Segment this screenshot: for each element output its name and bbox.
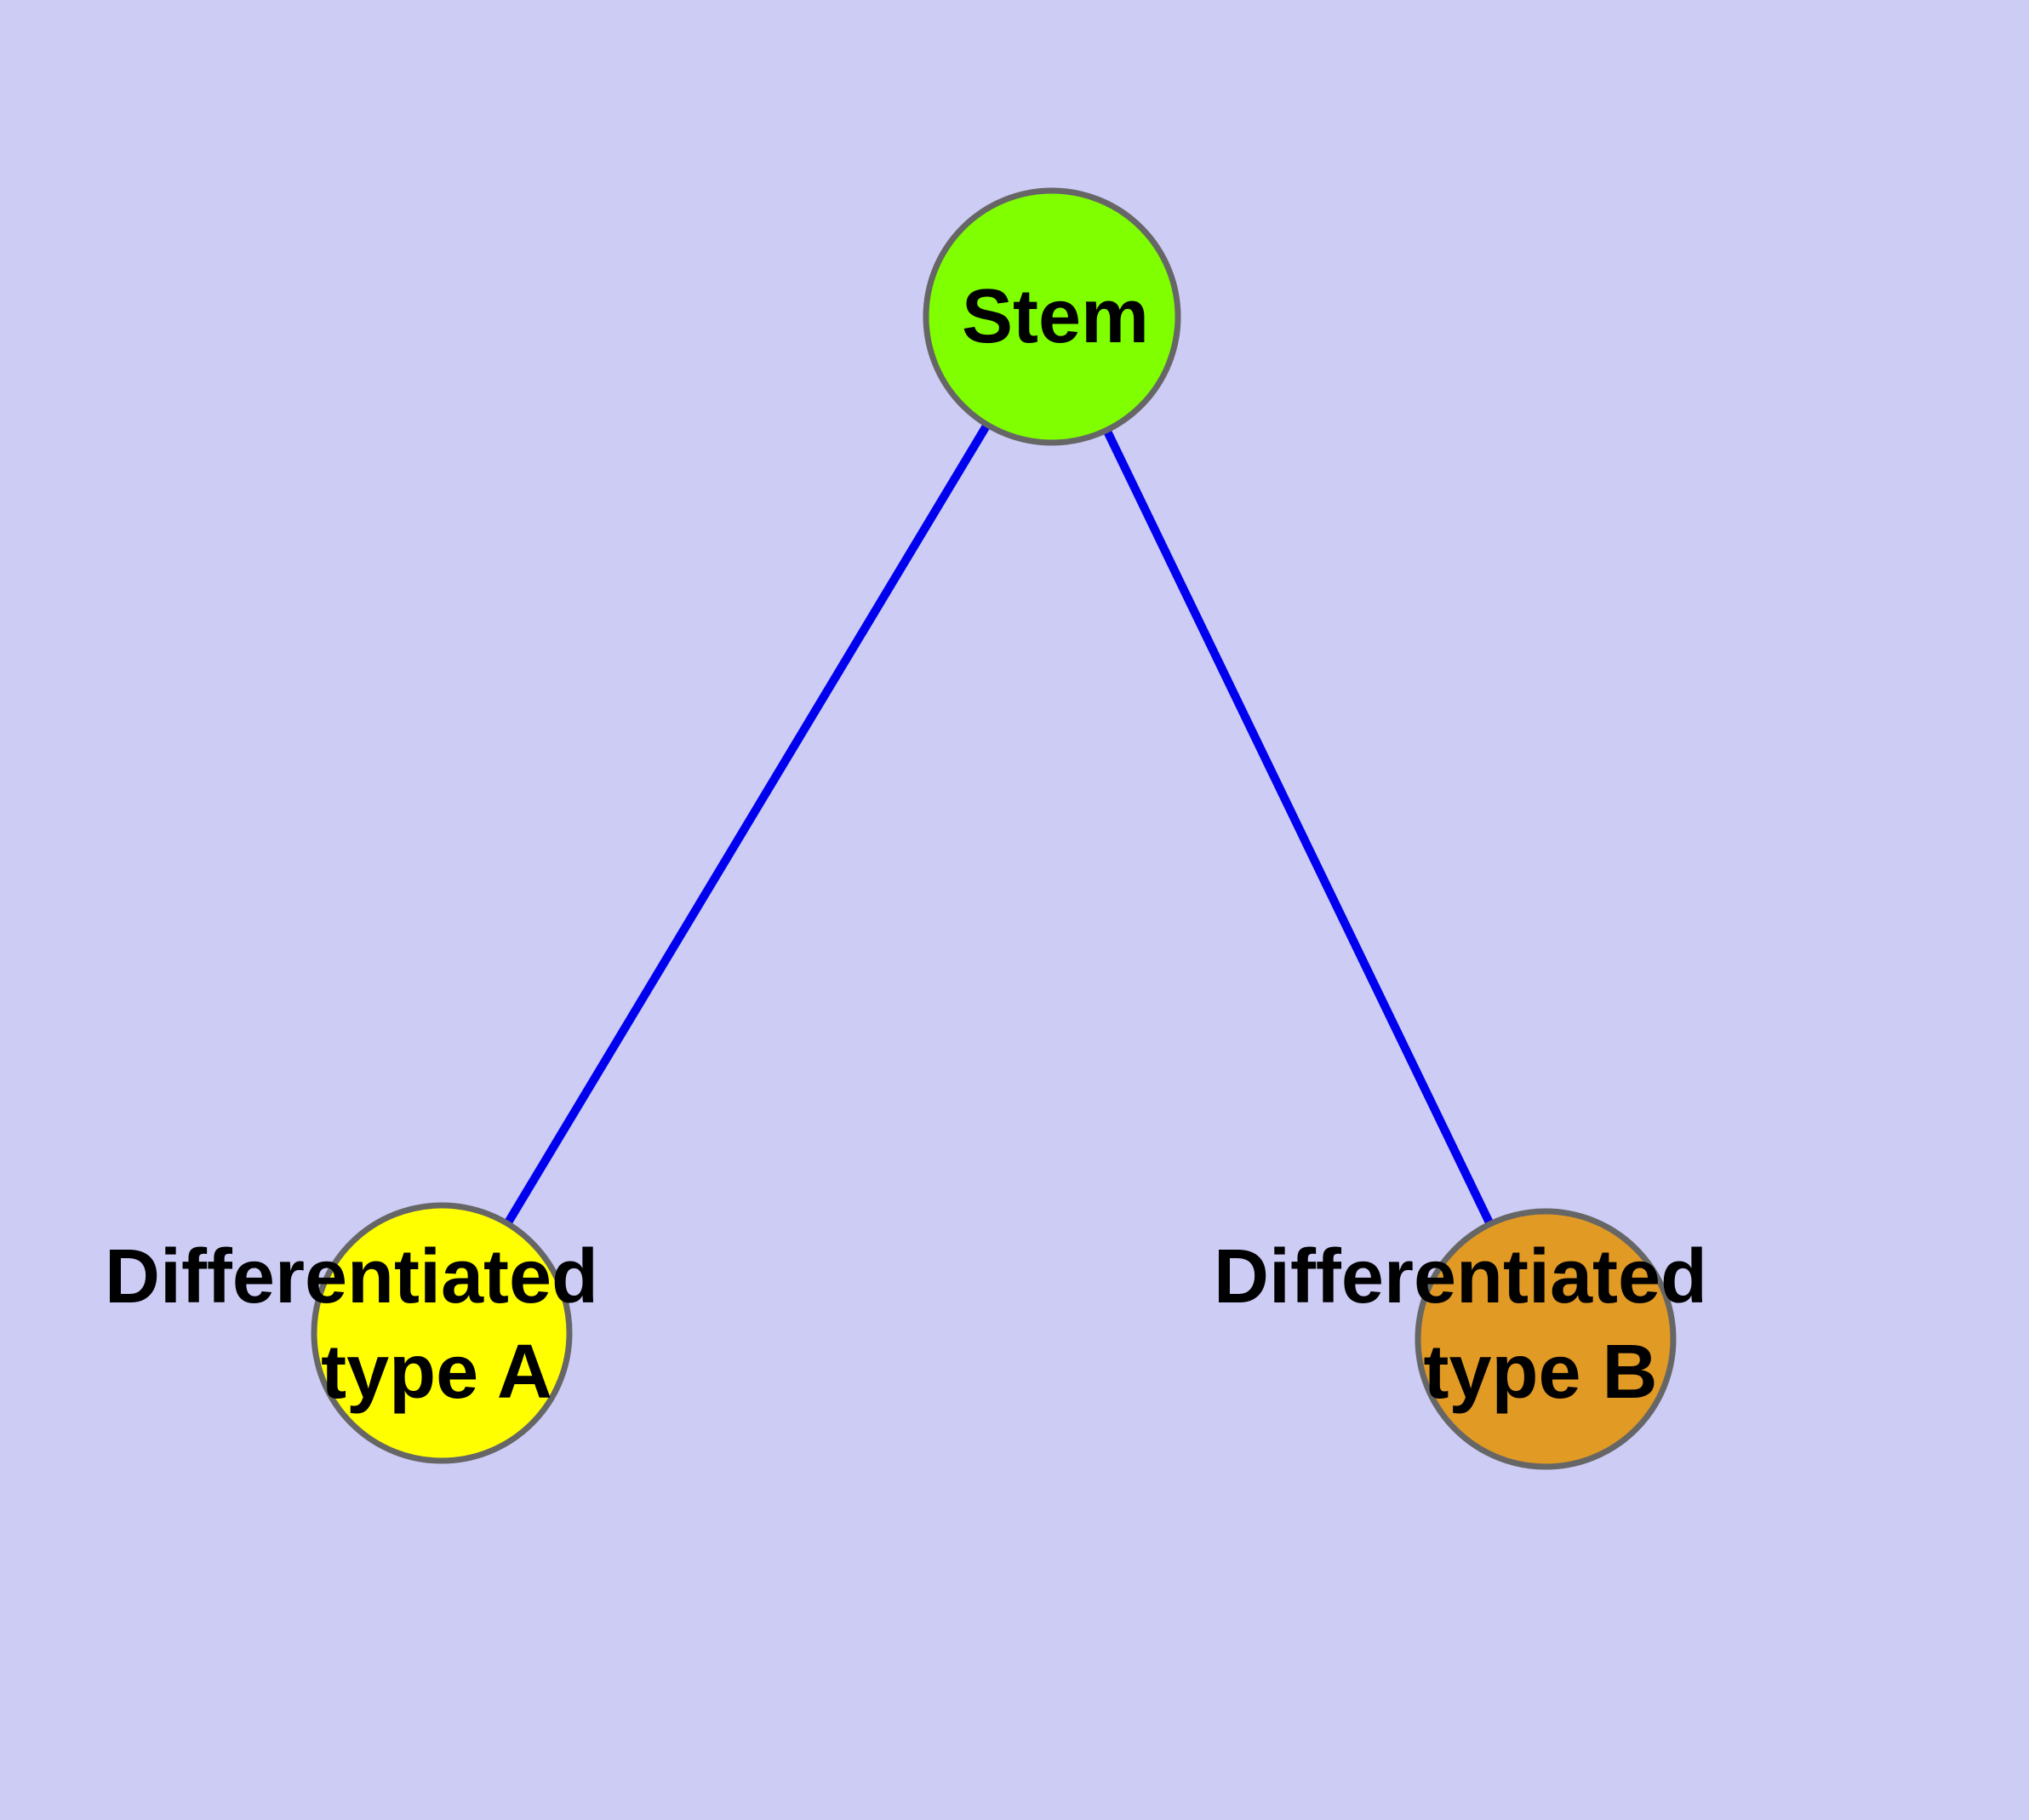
label-layer: Stem Differentiated type A Differentiate… <box>105 274 1707 1415</box>
node-stem-label: Stem <box>962 274 1149 359</box>
node-differentiated-type-b-circle[interactable] <box>1415 1208 1677 1470</box>
node-differentiated-type-a-label-line2: type A <box>321 1330 552 1415</box>
node-differentiated-type-a[interactable] <box>311 1202 573 1464</box>
edge-stem-to-differentiated-type-b[interactable] <box>1048 314 1550 1342</box>
edge-stem-to-differentiated-type-a[interactable] <box>437 314 1056 1336</box>
edge-layer <box>437 314 1550 1342</box>
node-differentiated-type-b-label-line2: type B <box>1423 1330 1657 1415</box>
node-stem[interactable] <box>923 187 1181 446</box>
node-stem-circle[interactable] <box>923 187 1181 446</box>
node-differentiated-type-b[interactable] <box>1415 1208 1677 1470</box>
node-differentiated-type-a-label-line1: Differentiated <box>105 1234 598 1319</box>
node-differentiated-type-a-circle[interactable] <box>311 1202 573 1464</box>
node-differentiated-type-b-label-line1: Differentiated <box>1214 1234 1707 1319</box>
